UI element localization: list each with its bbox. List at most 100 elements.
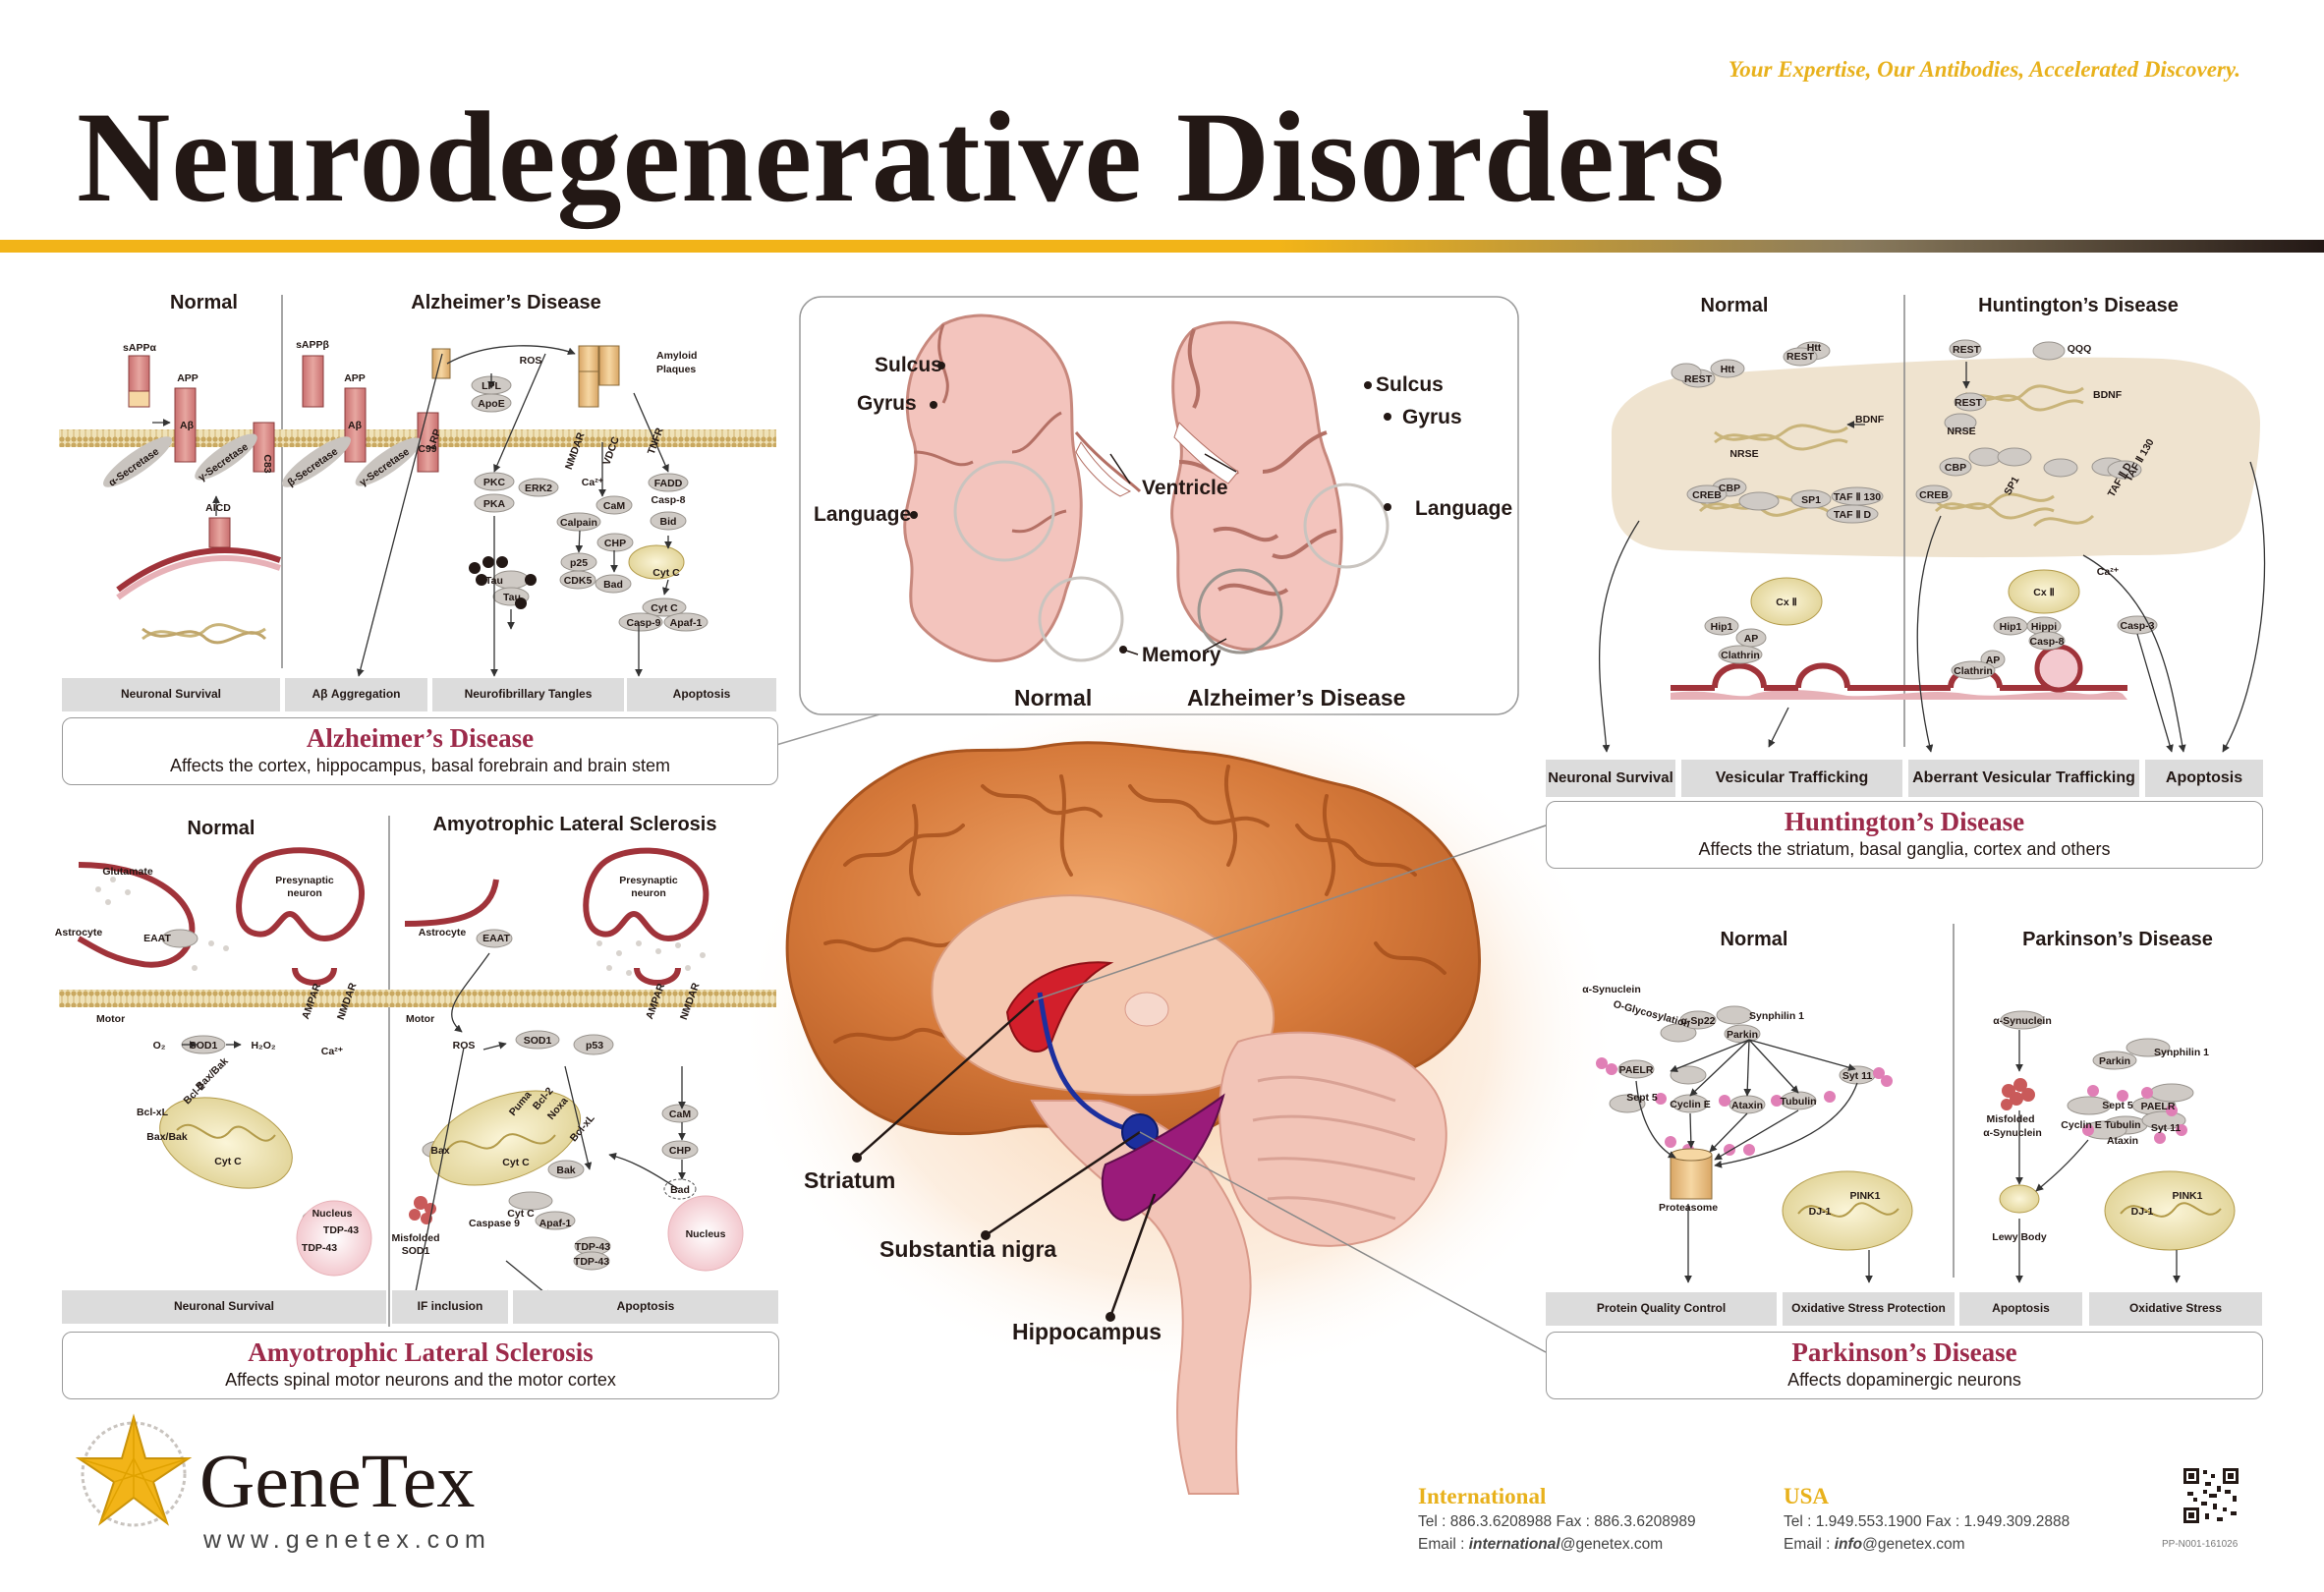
molecule-asyn3: α-Synuclein	[1983, 1127, 2042, 1139]
molecule-amyloid: Amyloid	[656, 350, 697, 362]
molecule-sappa: sAPPα	[123, 342, 156, 354]
molecule-tau2: Tau	[503, 592, 521, 603]
molecule-paelr: PAELR	[1619, 1064, 1654, 1076]
molecule-tdp43d: TDP-43	[574, 1256, 609, 1268]
molecule-cdk5: CDK5	[564, 575, 593, 587]
molecule-paelr2: PAELR	[2141, 1101, 2176, 1112]
genetex-logo-mark	[75, 1413, 193, 1527]
molecule-pink1: PINK1	[1850, 1190, 1881, 1202]
ventricle-label: Ventricle	[1142, 477, 1228, 499]
molecule-asp22: α-Sp22	[1680, 1015, 1715, 1027]
molecule-creb2: CREB	[1919, 489, 1949, 501]
molecule-oglyc: O-Glycosylation	[1612, 998, 1691, 1030]
molecule-cycline: Cyclin E	[1670, 1099, 1710, 1110]
parkinson-caption-box: Parkinson’s Disease Affects dopaminergic…	[1546, 1332, 2263, 1399]
molecule-aicd: AICD	[205, 502, 231, 514]
usa-email[interactable]: Email : info@genetex.com	[1784, 1534, 1965, 1556]
als-caption-title: Amyotrophic Lateral Sclerosis	[248, 1337, 594, 1367]
molecule-tafd: TAF Ⅱ D	[1834, 509, 1872, 521]
molecule-nucleus2: Nucleus	[686, 1228, 726, 1240]
alzheimer-outcome-apoptosis: Apoptosis	[627, 678, 776, 711]
international-email-label: Email :	[1418, 1536, 1469, 1553]
molecule-dj1b: DJ-1	[2131, 1206, 2154, 1218]
molecule-h2o2: H₂O₂	[251, 1040, 275, 1052]
striatum-label: Striatum	[804, 1167, 896, 1193]
molecule-baxbak2: Bax/Bak	[146, 1131, 188, 1143]
molecule-ap2: AP	[1986, 654, 2001, 666]
molecule-fadd: FADD	[654, 478, 683, 489]
molecule-neuron-word: neuron	[287, 887, 322, 899]
international-email-domain: @genetex.com	[1559, 1536, 1664, 1553]
huntington-caption-subtitle: Affects the striatum, basal ganglia, cor…	[1698, 838, 2111, 859]
molecule-caspase9: Caspase 9	[469, 1218, 520, 1229]
molecule-pka: PKA	[483, 498, 506, 510]
molecule-eaat2: EAAT	[482, 933, 510, 944]
molecule-creb: CREB	[1692, 489, 1722, 501]
molecule-ataxin2: Ataxin	[2107, 1135, 2138, 1147]
als-disease-label: Amyotrophic Lateral Sclerosis	[432, 814, 717, 835]
molecule-chp-2: CHP	[669, 1145, 691, 1157]
als-outcome-apoptosis: Apoptosis	[513, 1290, 778, 1324]
normal-language-label: Language	[814, 503, 912, 526]
molecule-bak: Bak	[556, 1165, 575, 1176]
page-title: Neurodegenerative Disorders	[77, 85, 1726, 229]
molecule-parkin: Parkin	[1727, 1029, 1758, 1041]
molecule-bad-2: Bad	[670, 1184, 690, 1196]
usa-email-domain: @genetex.com	[1862, 1536, 1965, 1553]
tagline: Your Expertise, Our Antibodies, Accelera…	[1728, 57, 2240, 82]
molecule-tubulin2: Tubulin	[2104, 1119, 2140, 1131]
molecule-c83: C83	[261, 454, 273, 473]
section-alzheimer-label: Alzheimer’s Disease	[1187, 685, 1406, 711]
molecule-ab: Aβ	[180, 420, 195, 431]
normal-gyrus-label: Gyrus	[857, 392, 917, 415]
parkinson-outcome-oxidative-protection: Oxidative Stress Protection	[1783, 1292, 1955, 1326]
molecule-p25: p25	[570, 557, 588, 569]
parkinson-outcome-protein-quality: Protein Quality Control	[1546, 1292, 1777, 1326]
molecule-cam: CaM	[603, 500, 625, 512]
molecule-bid: Bid	[660, 516, 677, 528]
molecule-eaat: EAAT	[143, 933, 171, 944]
alzheimer-outcome-tangles: Neurofibrillary Tangles	[432, 678, 624, 711]
international-email-user: international	[1468, 1536, 1560, 1553]
molecule-synphilin2: Synphilin 1	[2154, 1047, 2209, 1058]
molecule-ca-2: Ca²⁺	[2097, 566, 2120, 578]
als-panel	[59, 816, 776, 1327]
molecule-plaques: Plaques	[656, 364, 696, 375]
molecule-cytc-2: Cyt C	[214, 1156, 242, 1167]
molecule-sept5b: Sept 5	[2102, 1100, 2133, 1111]
huntington-outcome-apoptosis: Apoptosis	[2145, 760, 2263, 797]
molecule-neuron-word2: neuron	[631, 887, 666, 899]
molecule-casp8-2: Casp-8	[2029, 636, 2064, 648]
header-rule	[0, 240, 2324, 253]
molecule-ros-2: ROS	[453, 1040, 476, 1052]
big-brain	[737, 678, 1621, 1495]
molecule-p53: p53	[586, 1040, 603, 1052]
international-heading: International	[1418, 1484, 1547, 1508]
usa-tel: Tel : 1.949.553.1900 Fax : 1.949.309.288…	[1784, 1513, 2070, 1530]
molecule-cbp: CBP	[1719, 483, 1740, 494]
molecule-sept5: Sept 5	[1626, 1092, 1658, 1104]
molecule-glutamate: Glutamate	[102, 866, 153, 878]
alz-gyrus-label: Gyrus	[1402, 406, 1462, 428]
huntington-caption-title: Huntington’s Disease	[1784, 807, 2025, 836]
molecule-baxbak: Bax/Bak	[194, 1055, 231, 1093]
molecule-bad: Bad	[603, 579, 623, 591]
molecule-cytc2: Cyt C	[651, 602, 678, 614]
molecule-taf130: TAF Ⅱ 130	[1834, 491, 1881, 503]
molecule-ab2: Aβ	[348, 420, 363, 431]
molecule-asyn: α-Synuclein	[1582, 984, 1641, 995]
usa-heading: USA	[1784, 1484, 1830, 1508]
molecule-cycline2: Cyclin E	[2061, 1119, 2101, 1131]
huntington-outcome-vesicular: Vesicular Trafficking	[1681, 760, 1902, 797]
logo-url[interactable]: www.genetex.com	[203, 1526, 491, 1554]
molecule-rest3: REST	[1953, 344, 1981, 356]
molecule-tubulin: Tubulin	[1780, 1096, 1816, 1108]
molecule-bdnf: BDNF	[1855, 414, 1885, 426]
alzheimer-outcome-neuronal-survival: Neuronal Survival	[62, 678, 280, 711]
molecule-ros: ROS	[520, 355, 542, 367]
molecule-c99: C99	[418, 443, 436, 455]
molecule-motor2: Motor	[406, 1013, 434, 1025]
brain-sections	[775, 296, 1519, 746]
international-email[interactable]: Email : international@genetex.com	[1418, 1534, 1663, 1556]
